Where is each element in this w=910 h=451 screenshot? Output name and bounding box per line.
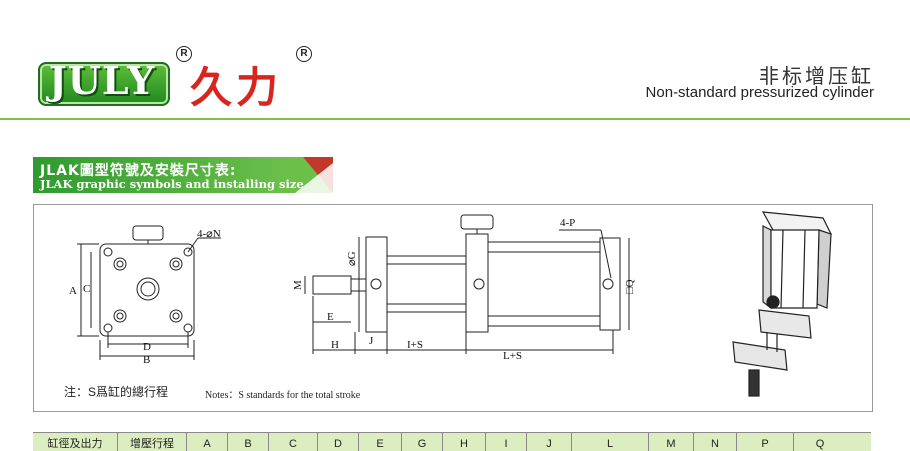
- label-c: C: [83, 283, 90, 295]
- section-title-cn: JLAK圖型符號及安裝尺寸表:: [40, 163, 237, 179]
- table-header-n: N: [694, 433, 737, 451]
- page-title-cn: 非标增压缸: [759, 66, 874, 88]
- table-header-q: Q: [815, 438, 825, 450]
- table-header-bore: 缸徑及出力: [33, 433, 118, 451]
- label-m: M: [292, 280, 304, 290]
- label-i-s: I+S: [407, 339, 423, 351]
- logo-badge: [38, 62, 170, 106]
- label-l-s: L+S: [503, 350, 522, 362]
- table-header-l: L: [572, 433, 649, 451]
- brand-chinese-name: 久力: [190, 63, 283, 112]
- table-header-b: B: [228, 433, 269, 451]
- table-header-p: P: [737, 433, 794, 451]
- note-cn: 注：S爲缸的總行程: [64, 385, 169, 399]
- registered-mark: R: [176, 46, 192, 62]
- side-view: [304, 214, 630, 354]
- note-en: Notes：S standards for the total stroke: [205, 390, 361, 401]
- table-header-a: A: [187, 433, 228, 451]
- label-d: D: [143, 341, 151, 353]
- cylinder-illustration: [732, 211, 833, 397]
- label-a: A: [69, 285, 77, 297]
- table-header-c: C: [269, 433, 318, 451]
- table-header-g: G: [402, 433, 443, 451]
- dimension-table-header: 缸徑及出力 增壓行程 A B C D E G H I J L M N P Q: [33, 432, 871, 451]
- label-b: B: [143, 354, 150, 366]
- table-header-m: M: [649, 433, 694, 451]
- table-header-h: H: [443, 433, 486, 451]
- technical-drawing: 4-⌀N A C D B ⌀G M E H J I+S L+S 4-P □Q: [69, 211, 833, 397]
- label-g: ⌀G: [346, 251, 358, 266]
- table-header-j: J: [527, 433, 572, 451]
- logo-text: JULY: [48, 58, 156, 103]
- registered-mark-2: R: [296, 46, 312, 62]
- table-header-e: E: [359, 433, 402, 451]
- label-4-n: 4-⌀N: [197, 228, 221, 240]
- label-e: E: [327, 311, 334, 323]
- label-4-p: 4-P: [560, 217, 575, 229]
- label-j: J: [369, 335, 374, 347]
- table-header-d: D: [318, 433, 359, 451]
- table-header-i: I: [486, 433, 527, 451]
- table-header-stroke: 增壓行程: [118, 433, 187, 451]
- drawing-frame: [33, 204, 873, 412]
- label-q: □Q: [624, 279, 636, 294]
- label-h: H: [331, 339, 339, 351]
- page-title-en: Non-standard pressurized cylinder: [645, 84, 874, 101]
- section-banner: [33, 157, 333, 193]
- header-divider: [0, 118, 910, 120]
- section-title-en: JLAK graphic symbols and installing size: [40, 177, 304, 191]
- front-view: [77, 225, 221, 360]
